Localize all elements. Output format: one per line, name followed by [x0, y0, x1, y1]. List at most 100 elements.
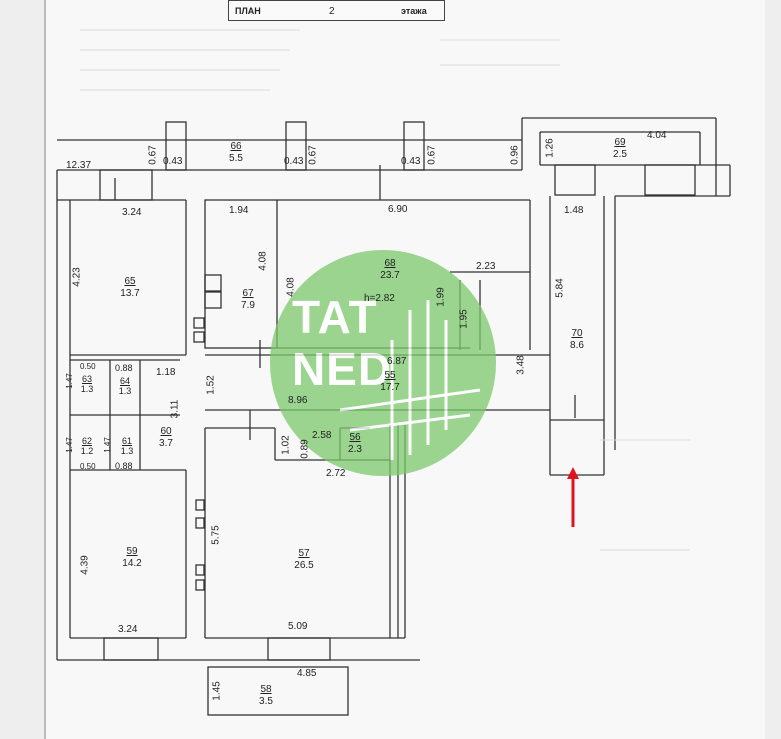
room-area: 2.5 — [613, 149, 627, 160]
dim-1-02: 1.02 — [280, 435, 292, 455]
dim-2-23: 2.23 — [476, 261, 496, 272]
room-number: 66 — [230, 141, 242, 152]
room-number: 63 — [81, 374, 92, 384]
room-number: 68 — [384, 258, 396, 269]
dim-0-43: 0.43 — [401, 156, 421, 167]
dim-1-47: 1.47 — [102, 437, 112, 453]
floor-number: 2 — [329, 6, 335, 17]
room-number: 55 — [384, 370, 396, 381]
room-area: 23.7 — [380, 270, 400, 281]
dim-1-52: 1.52 — [205, 375, 217, 395]
dim-0-50: 0.50 — [80, 462, 96, 471]
dim-4-04: 4.04 — [647, 130, 667, 141]
room-number: 59 — [126, 546, 138, 557]
dim-6-87: 6.87 — [387, 356, 407, 367]
dim-0-50: 0.50 — [80, 362, 96, 371]
watermark-line1: TAT — [292, 291, 378, 343]
floor-suffix: этажа — [401, 6, 427, 16]
room-area: 1.3 — [118, 386, 132, 396]
dim-1-26: 1.26 — [544, 138, 556, 158]
dim-2-72: 2.72 — [326, 468, 346, 479]
room-number: 62 — [81, 436, 92, 446]
room-number: 67 — [242, 288, 254, 299]
dim-3-24: 3.24 — [122, 207, 142, 218]
room-area: 1.3 — [120, 446, 134, 456]
room-area: 2.3 — [348, 444, 362, 455]
dim-0-43: 0.43 — [163, 156, 183, 167]
room-number: 58 — [260, 684, 272, 695]
dim-0-88: 0.88 — [115, 461, 133, 471]
dim-4-39: 4.39 — [79, 555, 91, 575]
dim-3-48: 3.48 — [515, 355, 527, 375]
wall-lines — [56, 117, 731, 716]
dim-0-88: 0.88 — [115, 363, 133, 373]
room-area: 3.7 — [159, 438, 173, 449]
dim-6-90: 6.90 — [388, 204, 408, 215]
dim-12-37: 12.37 — [66, 160, 92, 171]
dim-3-24: 3.24 — [118, 624, 138, 635]
dim-1-47: 1.47 — [64, 437, 74, 453]
room-number: 64 — [119, 376, 130, 386]
tatned-watermark: TAT NED — [270, 250, 496, 476]
ceiling-height: h=2.82 — [364, 293, 395, 304]
room-area: 26.5 — [294, 560, 314, 571]
dim-5-09: 5.09 — [288, 621, 308, 632]
plan-label: ПЛАН — [235, 6, 261, 16]
dim-0-89: 0.89 — [299, 439, 311, 459]
room-number: 56 — [349, 432, 361, 443]
dim-4-08: 4.08 — [285, 277, 297, 297]
dim-0-67: 0.67 — [147, 145, 159, 165]
dim-5-75: 5.75 — [210, 525, 222, 545]
room-number: 65 — [124, 276, 136, 287]
watermark-line2: NED — [292, 343, 393, 395]
dim-1-99: 1.99 — [435, 287, 447, 307]
red-arrow-icon — [567, 467, 579, 527]
dim-1-95: 1.95 — [458, 309, 470, 329]
dim-0-43: 0.43 — [284, 156, 304, 167]
dim-1-48: 1.48 — [564, 205, 584, 216]
dim-0-96: 0.96 — [509, 145, 521, 165]
room-area: 14.2 — [122, 558, 142, 569]
room-area: 8.6 — [570, 340, 584, 351]
building-icon — [339, 300, 481, 460]
room-number: 60 — [160, 426, 172, 437]
room-area: 3.5 — [259, 696, 273, 707]
dim-1-94: 1.94 — [229, 205, 249, 216]
dim-8-96: 8.96 — [288, 395, 308, 406]
dim-1-45: 1.45 — [211, 681, 223, 701]
room-number: 57 — [298, 548, 310, 559]
room-number: 61 — [121, 436, 132, 446]
dim-2-58: 2.58 — [312, 430, 332, 441]
dim-5-84: 5.84 — [554, 278, 566, 298]
dim-4-08: 4.08 — [257, 251, 269, 271]
room-number: 69 — [614, 137, 626, 148]
room-area: 7.9 — [241, 300, 255, 311]
dim-1-47: 1.47 — [64, 373, 74, 389]
dim-1-18: 1.18 — [156, 367, 176, 378]
dim-3-11: 3.11 — [169, 399, 181, 419]
dim-0-67: 0.67 — [426, 145, 438, 165]
room-area: 1.2 — [80, 446, 94, 456]
room-area: 5.5 — [229, 153, 243, 164]
dim-4-85: 4.85 — [297, 668, 317, 679]
room-number: 70 — [571, 328, 583, 339]
plan-title: ПЛАН 2 этажа — [228, 0, 445, 21]
dim-4-23: 4.23 — [71, 267, 83, 287]
